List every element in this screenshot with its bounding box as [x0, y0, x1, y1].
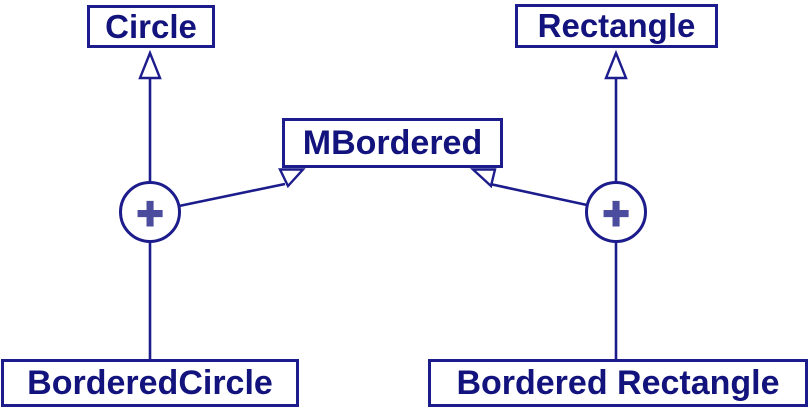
class-label-circle: Circle [105, 7, 197, 45]
mixin-plus-operator-left: + [120, 183, 180, 243]
class-box-rectangle: Rectangle [515, 4, 718, 48]
class-box-bordered-rectangle: Bordered Rectangle [428, 359, 808, 407]
class-box-bordered-circle: BorderedCircle [1, 359, 299, 407]
edge-rightplus-to-mbordered [489, 182, 588, 207]
class-box-circle: Circle [87, 5, 215, 48]
hollow-arrowhead-circle [138, 49, 162, 80]
class-label-bordered-circle: BorderedCircle [27, 363, 273, 402]
class-label-bordered-rectangle: Bordered Rectangle [456, 363, 780, 402]
class-label-rectangle: Rectangle [537, 7, 696, 44]
hollow-arrowhead-mbordered-left [278, 168, 306, 189]
class-box-mbordered: MBordered [282, 118, 503, 168]
plus-icon: + [602, 187, 631, 239]
mixin-plus-operator-right: + [586, 183, 646, 243]
class-label-mbordered: MBordered [302, 123, 483, 162]
plus-icon: + [136, 187, 165, 239]
hollow-arrowhead-mbordered-right [469, 168, 497, 189]
edge-leftplus-to-mbordered [178, 182, 286, 208]
hollow-arrowhead-rectangle [604, 49, 628, 80]
